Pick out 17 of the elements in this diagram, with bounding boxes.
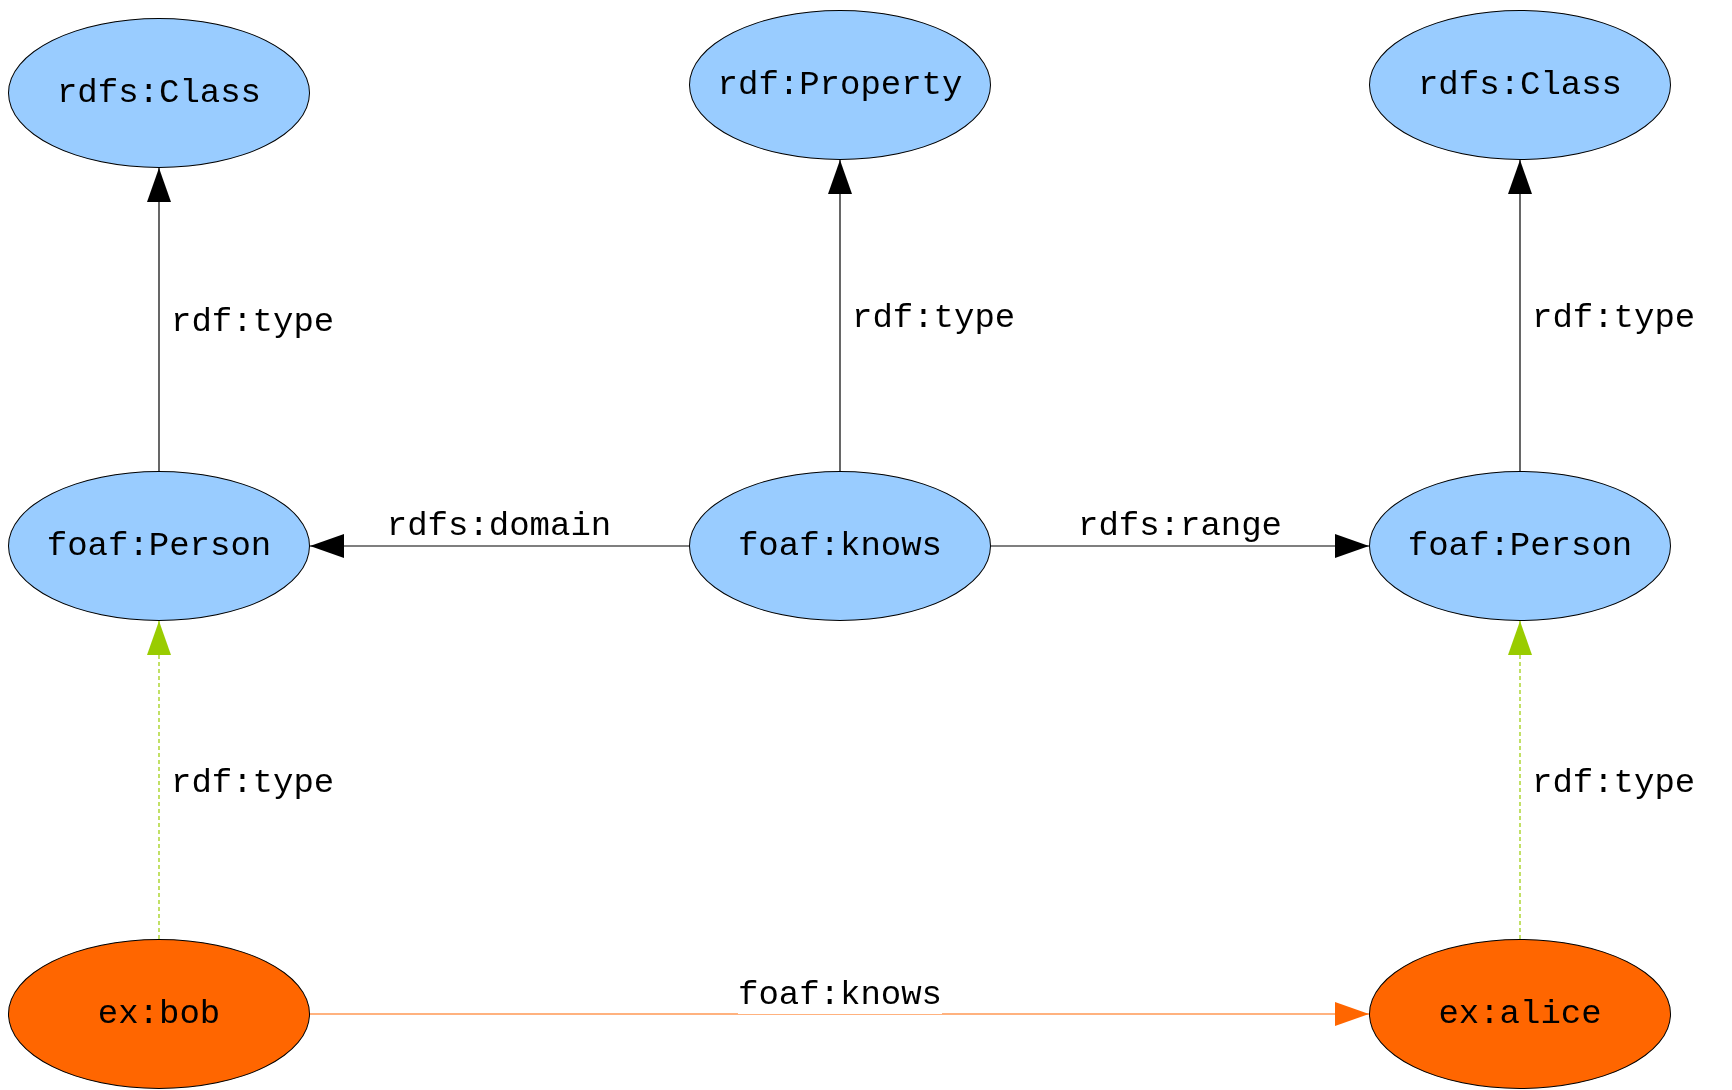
- node-label: foaf:Person: [46, 527, 272, 565]
- arrow: [309, 534, 690, 558]
- node-label: foaf:knows: [737, 527, 942, 565]
- node-label: rdfs:Class: [56, 74, 261, 112]
- arrow: [828, 159, 852, 472]
- edge-label: foaf:knows: [738, 977, 942, 1015]
- arrow: [990, 534, 1370, 558]
- node-label: rdfs:Class: [1417, 66, 1622, 104]
- arrow: [1508, 620, 1532, 940]
- arrow: [1508, 159, 1532, 472]
- arrow: [147, 620, 171, 940]
- arrow: [147, 167, 171, 472]
- node-label: rdf:Property: [717, 66, 963, 104]
- node-label: ex:bob: [97, 995, 221, 1033]
- arrow: [309, 1002, 1370, 1026]
- node-label: ex:alice: [1438, 995, 1602, 1033]
- node-label: foaf:Person: [1407, 527, 1633, 565]
